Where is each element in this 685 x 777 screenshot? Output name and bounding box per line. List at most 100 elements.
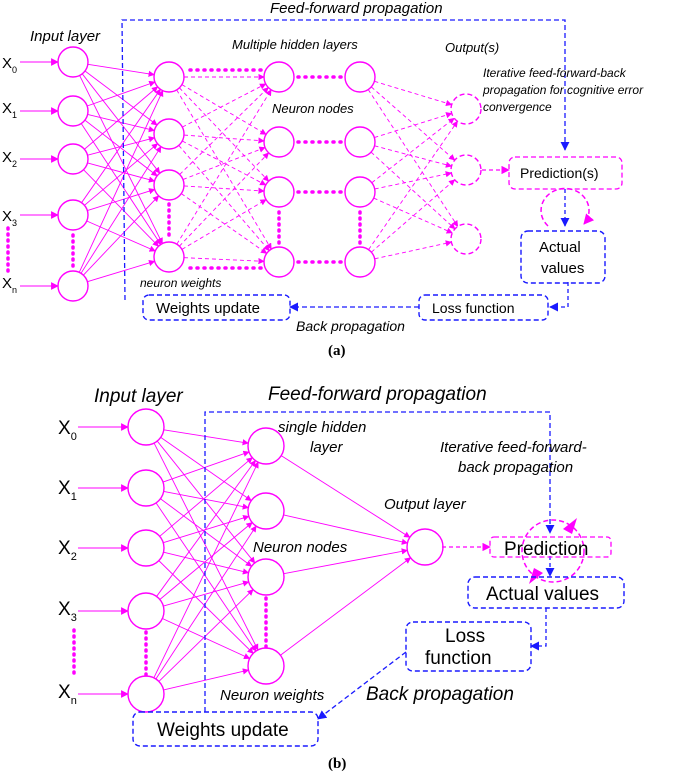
panel-a-connections bbox=[20, 58, 459, 290]
panel-a-input-hidden-edge bbox=[80, 123, 162, 245]
panel-a-input-subscript: 0 bbox=[12, 65, 17, 75]
panel-a-loss-box bbox=[418, 294, 549, 321]
panel-b-iterative-loop bbox=[521, 519, 585, 583]
panel-b-input-hidden-edge bbox=[156, 440, 256, 564]
panel-b-loop-arrow-bottom bbox=[529, 568, 543, 584]
panel-b-input-label: X2 bbox=[58, 538, 77, 563]
panel-b-input-hidden-edge bbox=[163, 580, 250, 607]
panel-a-input-hidden-edge bbox=[80, 146, 162, 274]
panel-a-input-base: X bbox=[2, 100, 12, 117]
panel-a-input-node bbox=[57, 46, 89, 78]
panel-b-prediction-box bbox=[489, 536, 612, 558]
panel-b-input-hidden-edge bbox=[160, 436, 252, 502]
panel-b-input-subscript: n bbox=[71, 695, 77, 707]
panel-a-iterative-line1: Iterative feed-forward-back bbox=[483, 66, 627, 80]
panel-a-hidden1-hidden2-edge bbox=[181, 199, 267, 250]
panel-b-input-node bbox=[127, 592, 165, 630]
panel-b-weights-update-label: Weights update bbox=[157, 720, 289, 741]
panel-a-neuron-weights-label: neuron weights bbox=[140, 276, 221, 290]
panel-a-hidden-node bbox=[344, 61, 376, 93]
panel-a-input-label: Xn bbox=[2, 275, 17, 295]
panel-b-input-hidden-edge bbox=[163, 514, 250, 544]
panel-a-hidden1-hidden2-edge bbox=[176, 89, 272, 245]
panel-b-hidden-line1: single hidden bbox=[278, 419, 366, 436]
panel-a-output-node bbox=[450, 93, 482, 125]
panel-a-input-hidden-edge bbox=[81, 73, 161, 174]
panel-b-input-hidden-edge bbox=[158, 589, 254, 682]
panel-a-actual-line2: values bbox=[541, 260, 584, 277]
panel-b-input-hidden-edge bbox=[159, 457, 253, 537]
panel-b-caption: (b) bbox=[328, 756, 346, 772]
panel-a-labels: Feed-forward propagation Input layer Mul… bbox=[2, 0, 644, 359]
panel-b-loss-to-weights-arrow bbox=[317, 651, 407, 720]
panel-b-iterative-line2: back propagation bbox=[458, 459, 573, 476]
panel-a-input-label: X1 bbox=[2, 100, 17, 120]
panel-b-feed-forward-label: Feed-forward propagation bbox=[268, 384, 487, 405]
panel-b-input-hidden-edge bbox=[162, 618, 251, 660]
panel-a-hidden-output-edge bbox=[374, 145, 453, 168]
panel-b-hidden-node bbox=[247, 492, 285, 530]
panel-b-loss-line1: Loss bbox=[445, 626, 485, 647]
panel-a-feed-forward-arrow bbox=[121, 19, 570, 301]
panel-b-loop-arrow-top bbox=[563, 518, 577, 534]
panel-a-hidden-node bbox=[263, 61, 295, 93]
panel-a-input-hidden-edge bbox=[79, 75, 163, 245]
panel-a-loss-label: Loss function bbox=[432, 300, 515, 316]
panel-a-hidden1-hidden2-edge bbox=[179, 87, 270, 182]
panel-a-weights-update-label: Weights update bbox=[156, 300, 260, 317]
panel-a-hidden-output-edge bbox=[370, 151, 456, 230]
panel-b-input-hidden-edge bbox=[153, 461, 259, 678]
panel-b-loss-box bbox=[405, 621, 532, 672]
panel-a-input-hidden-edge bbox=[84, 119, 158, 177]
panel-a-hidden-output-edge bbox=[373, 197, 453, 234]
panel-a-input-hidden-edge bbox=[78, 90, 164, 273]
panel-a-outputs-label: Output(s) bbox=[445, 40, 499, 55]
panel-a-hidden-output-edge bbox=[374, 80, 453, 107]
panel-a-hidden1-hidden2-edge bbox=[181, 84, 267, 135]
panel-b-input-node bbox=[127, 408, 165, 446]
panel-b-input-hidden-edge bbox=[156, 460, 256, 597]
panel-b-input-hidden-edge bbox=[163, 429, 249, 446]
panel-b-labels: Input layer Feed-forward propagation sin… bbox=[58, 384, 599, 772]
panel-b-input-layer-label: Input layer bbox=[94, 386, 183, 407]
panel-a-hidden-node bbox=[153, 241, 185, 273]
panel-a-input-hidden-edge bbox=[87, 63, 155, 77]
panel-b-output-node bbox=[406, 528, 444, 566]
panel-a-input-label: X2 bbox=[2, 149, 17, 169]
panel-a-input-hidden-edge bbox=[84, 86, 159, 150]
panel-b-input-subscript: 3 bbox=[71, 612, 77, 624]
panel-b-input-hidden-edge bbox=[159, 522, 253, 600]
panel-a-hidden1-hidden2-edge bbox=[182, 146, 266, 180]
panel-a-input-subscript: 1 bbox=[12, 110, 17, 120]
panel-a-hidden1-hidden2-edge bbox=[176, 89, 272, 250]
panel-b-actual-values-box bbox=[467, 576, 625, 609]
panel-b-input-hidden-edge bbox=[163, 551, 250, 575]
panel-b-hidden-output-edge bbox=[280, 557, 412, 656]
panel-a-input-hidden-edge bbox=[81, 88, 161, 203]
panel-b-input-node bbox=[127, 529, 165, 567]
panel-b-input-label: Xn bbox=[58, 682, 77, 707]
panel-a-hidden-output-edge bbox=[370, 86, 456, 161]
panel-b-input-label: X0 bbox=[58, 418, 77, 443]
panel-b-neuron-weights-label: Neuron weights bbox=[220, 687, 325, 704]
panel-a-input-subscript: n bbox=[12, 285, 17, 295]
panel-b-hidden-node bbox=[247, 647, 285, 685]
panel-a-caption: (a) bbox=[328, 343, 346, 359]
panel-a-hidden1-hidden2-edge bbox=[182, 140, 267, 186]
panel-b-neuron-nodes-label: Neuron nodes bbox=[253, 539, 348, 556]
panel-a-hidden1-hidden2-edge bbox=[183, 257, 265, 265]
panel-a-hidden1-hidden2-edge bbox=[178, 145, 270, 252]
panel-b-hidden-node bbox=[247, 558, 285, 596]
panel-a-output-node bbox=[450, 154, 482, 186]
panel-b-input-hidden-edge bbox=[158, 560, 254, 654]
panel-b-input-hidden-edge bbox=[153, 442, 259, 651]
panel-a-hidden-node bbox=[344, 246, 376, 278]
panel-a-hidden-layers-label: Multiple hidden layers bbox=[232, 37, 358, 52]
panel-b-loss-line2: function bbox=[425, 648, 492, 669]
panel-a-input-label: X3 bbox=[2, 208, 17, 228]
panel-a-hidden1-hidden2-edge bbox=[183, 185, 265, 194]
panel-a-input-hidden-edge bbox=[87, 259, 156, 283]
